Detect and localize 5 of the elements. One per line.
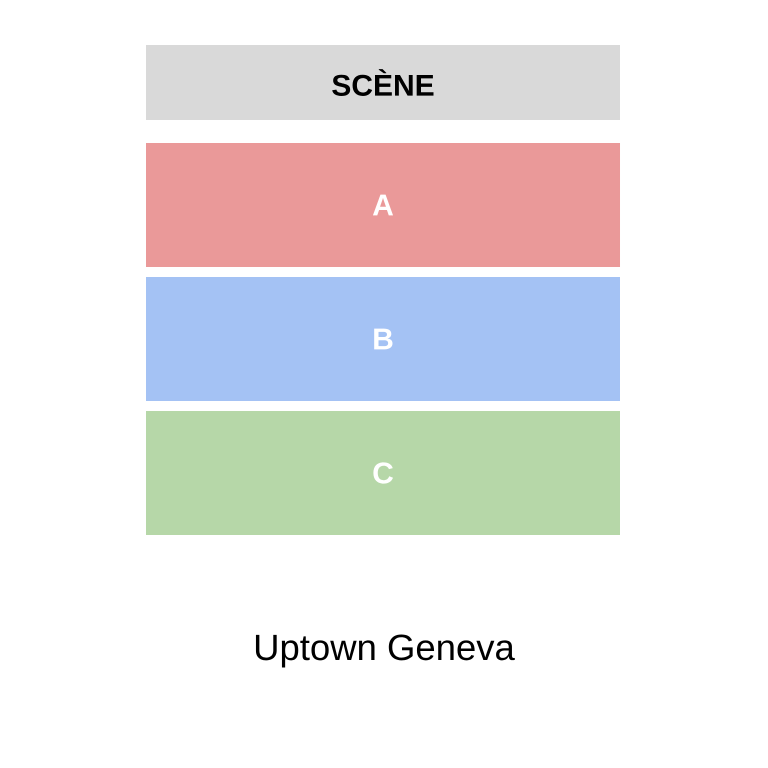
caption: Uptown Geneva	[256, 634, 515, 668]
seating-section: B	[146, 277, 620, 401]
stage-box: SCÈNE	[146, 45, 620, 120]
seating-section: A	[146, 143, 620, 267]
seating-section: C	[146, 411, 620, 535]
